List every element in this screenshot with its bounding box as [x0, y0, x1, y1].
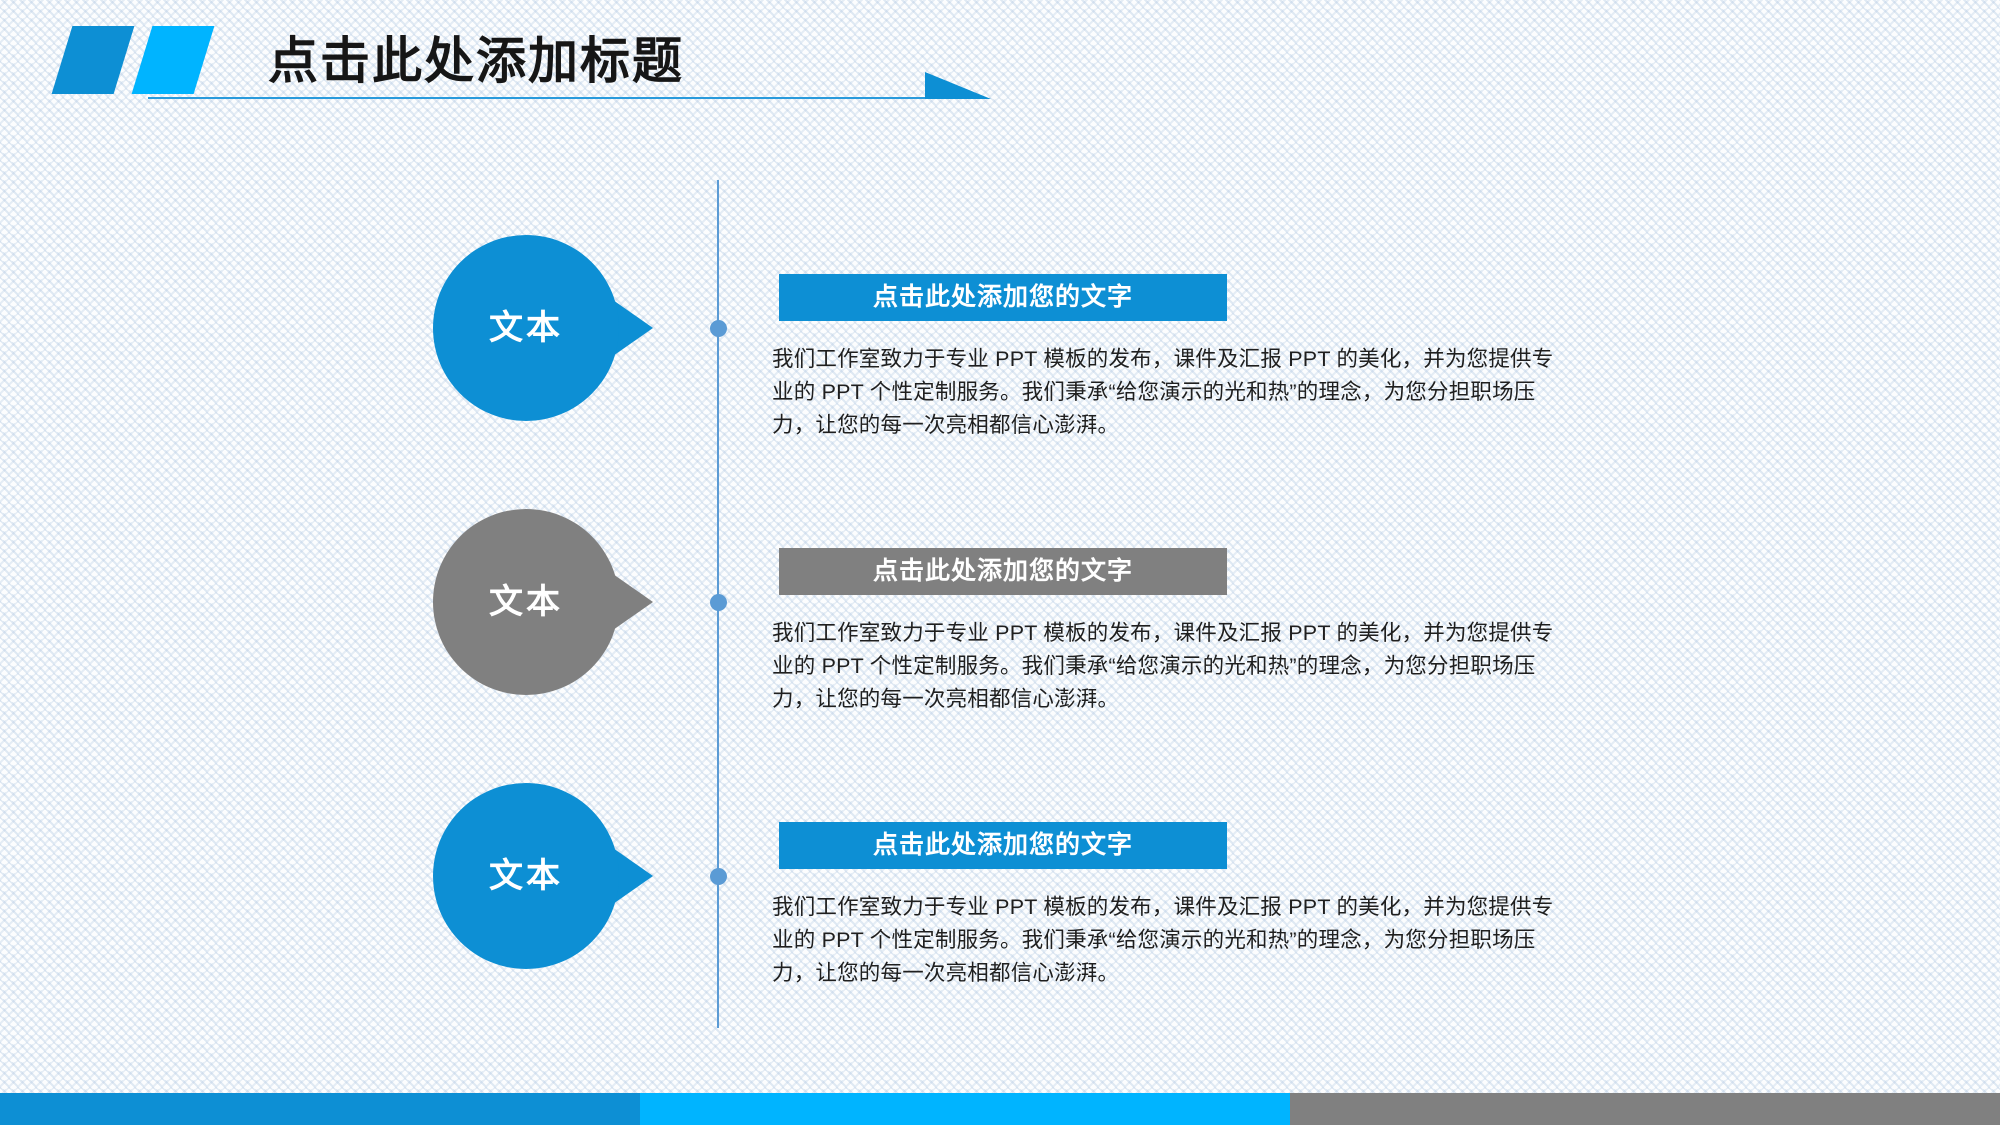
- footer-bar: [0, 1093, 2000, 1125]
- title-underline-rule: [148, 97, 938, 99]
- title-arrow-icon: [925, 72, 991, 99]
- node-bubble-3: [433, 783, 619, 969]
- node-label-2: 文本: [489, 583, 563, 621]
- node-bubble-2: [433, 509, 619, 695]
- row-body-3: 我们工作室致力于专业 PPT 模板的发布，课件及汇报 PPT 的美化，并为您提供…: [772, 895, 1554, 985]
- footer-segment-gray: [1290, 1093, 2000, 1125]
- header-parallelogram-light: [131, 26, 215, 94]
- node-label-3: 文本: [489, 857, 563, 895]
- node-teardrop-2[interactable]: 文本: [433, 509, 653, 695]
- row-heading-1[interactable]: 点击此处添加您的文字: [779, 274, 1227, 321]
- row-heading-3[interactable]: 点击此处添加您的文字: [779, 822, 1227, 869]
- row-body-1: 我们工作室致力于专业 PPT 模板的发布，课件及汇报 PPT 的美化，并为您提供…: [772, 347, 1554, 437]
- header-parallelogram-dark: [51, 26, 135, 94]
- spine-dot-2: [710, 594, 727, 611]
- page-title: 点击此处添加标题: [268, 33, 684, 89]
- footer-segment-light-blue: [640, 1093, 1290, 1125]
- row-heading-2[interactable]: 点击此处添加您的文字: [779, 548, 1227, 595]
- footer-segment-dark-blue: [0, 1093, 640, 1125]
- node-label-1: 文本: [489, 309, 563, 347]
- node-teardrop-1[interactable]: 文本: [433, 235, 653, 421]
- node-bubble-1: [433, 235, 619, 421]
- node-teardrop-3[interactable]: 文本: [433, 783, 653, 969]
- spine-dot-3: [710, 868, 727, 885]
- row-body-2: 我们工作室致力于专业 PPT 模板的发布，课件及汇报 PPT 的美化，并为您提供…: [772, 621, 1554, 711]
- spine-dot-1: [710, 320, 727, 337]
